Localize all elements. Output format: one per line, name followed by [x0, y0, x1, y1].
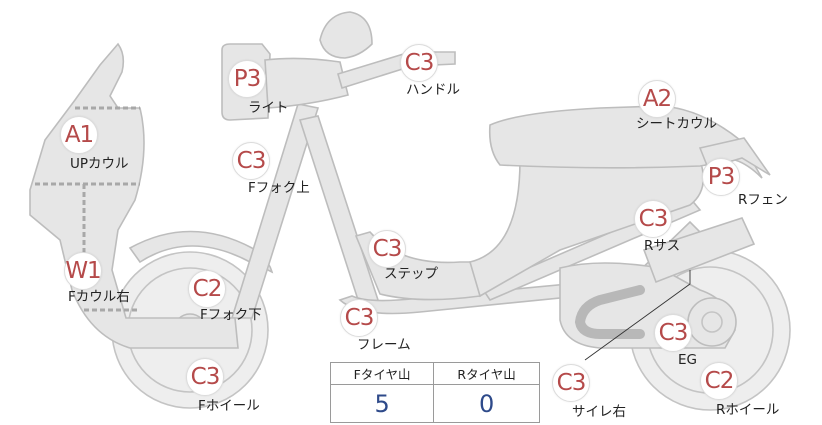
- grade-handle: C3: [404, 49, 435, 76]
- grade-seat-cowl: A2: [642, 85, 672, 112]
- label-r-fender: Rフェン: [738, 192, 788, 208]
- fork-shape: [230, 103, 320, 319]
- marker-f-fork-upper[interactable]: C3: [232, 142, 270, 180]
- marker-light[interactable]: P3: [228, 60, 266, 98]
- grade-light: P3: [233, 65, 261, 92]
- grade-frame: C3: [344, 304, 375, 331]
- rear-hub-shape: [687, 297, 737, 347]
- grade-r-fender: P3: [707, 163, 735, 190]
- head-housing-shape: [264, 57, 349, 109]
- grade-r-suspension: C3: [638, 205, 669, 232]
- shock-shape: [642, 217, 756, 284]
- label-light: ライト: [248, 100, 289, 116]
- front-fender-shape: [128, 230, 274, 274]
- grade-f-fork-upper: C3: [236, 147, 267, 174]
- label-handle: ハンドル: [406, 82, 460, 98]
- label-seat-cowl: シートカウル: [636, 116, 717, 132]
- label-f-wheel: Fホイール: [198, 398, 260, 414]
- label-up-cowl: UPカウル: [70, 156, 129, 172]
- grade-f-fork-lower: C2: [192, 275, 223, 302]
- label-f-fork-lower: Fフォク下: [200, 307, 262, 323]
- marker-up-cowl[interactable]: A1: [60, 116, 98, 154]
- grade-step: C3: [372, 235, 403, 262]
- label-step: ステップ: [384, 266, 438, 282]
- marker-r-wheel[interactable]: C2: [700, 362, 738, 400]
- marker-f-cowl-right[interactable]: W1: [64, 252, 102, 290]
- grade-f-wheel: C3: [190, 363, 221, 390]
- frame-down-shape: [298, 115, 380, 308]
- marker-step[interactable]: C3: [368, 230, 406, 268]
- marker-f-fork-lower[interactable]: C2: [188, 270, 226, 308]
- tire-tread-table: Fタイヤ山 Rタイヤ山 5 0: [329, 362, 540, 423]
- label-r-suspension: Rサス: [644, 238, 681, 254]
- seat-shape: [488, 105, 763, 179]
- marker-engine[interactable]: C3: [654, 314, 692, 352]
- grade-r-wheel: C2: [704, 367, 735, 394]
- rear-tire-value: 0: [433, 384, 540, 423]
- muffler-leader-line: [584, 270, 691, 361]
- grade-f-cowl-right: W1: [65, 257, 101, 284]
- marker-muffler-right[interactable]: C3: [552, 364, 590, 402]
- front-tire-value: 5: [329, 384, 435, 423]
- label-engine: EG: [678, 352, 697, 368]
- label-r-wheel: Rホイール: [716, 402, 780, 418]
- label-f-cowl-right: Fカウル右: [68, 289, 130, 305]
- marker-r-fender[interactable]: P3: [702, 158, 740, 196]
- label-f-fork-upper: Fフォク上: [248, 180, 310, 196]
- grade-muffler-right: C3: [556, 369, 587, 396]
- marker-r-suspension[interactable]: C3: [634, 200, 672, 238]
- muffler-shape: [574, 285, 645, 339]
- grade-up-cowl: A1: [64, 121, 94, 148]
- rear-tire-header: Rタイヤ山: [433, 362, 540, 385]
- mirror-shape: [319, 11, 373, 59]
- marker-seat-cowl[interactable]: A2: [638, 80, 676, 118]
- label-muffler-right: サイレ右: [572, 404, 626, 420]
- front-tire-header: Fタイヤ山: [329, 362, 435, 385]
- marker-f-wheel[interactable]: C3: [186, 358, 224, 396]
- label-frame: フレーム: [357, 337, 411, 353]
- marker-handle[interactable]: C3: [400, 44, 438, 82]
- grade-engine: C3: [658, 319, 689, 346]
- marker-frame[interactable]: C3: [340, 299, 378, 337]
